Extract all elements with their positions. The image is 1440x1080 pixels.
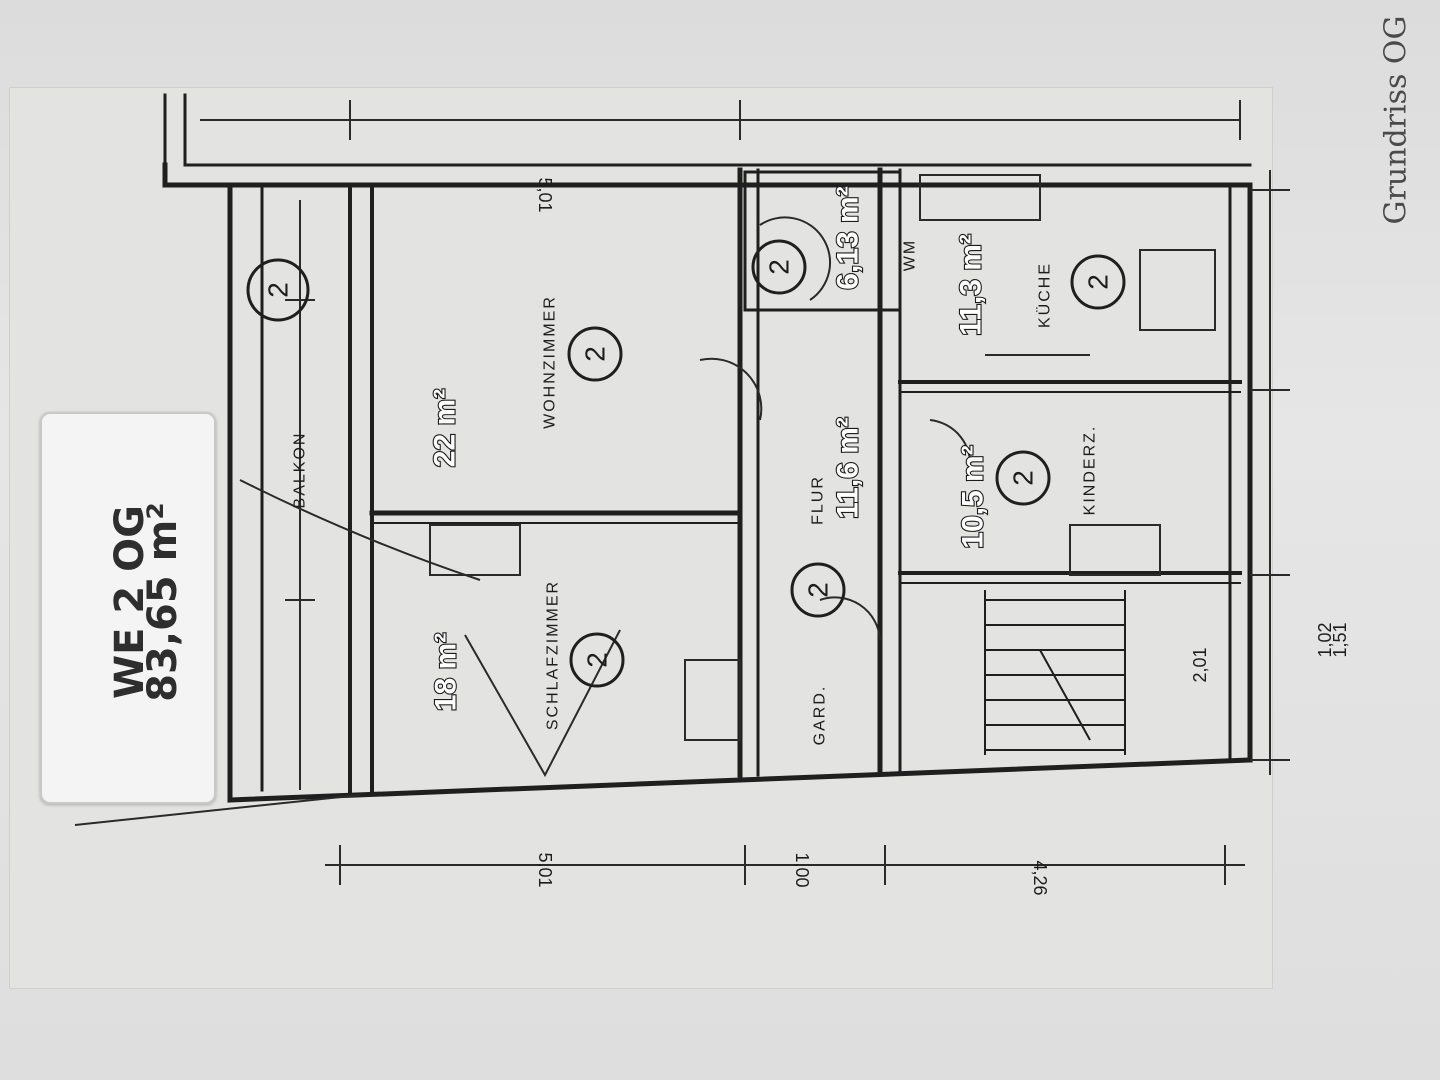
room-label-flur: FLUR: [810, 475, 827, 525]
room-area-schlafzimmer: 18 m²: [430, 633, 463, 711]
room-number-schlafzimmer: 2: [582, 652, 613, 668]
unit-total-area: 83,65 m²: [140, 502, 186, 702]
room-number-flur: 2: [803, 582, 834, 598]
caption-block: Grundriss OG: [1356, 0, 1436, 250]
room-number-circle-bad: [751, 239, 807, 295]
dimension-label-4: 1,00: [792, 852, 812, 887]
room-number-circle-balkon: [246, 258, 310, 322]
room-label-schlafzimmer: SCHLAFZIMMER: [545, 580, 562, 730]
room-labels: WOHNZIMMER SCHLAFZIMMER BALKON FLUR KÜCH…: [292, 239, 1099, 746]
room-number-circle-kueche: [1070, 254, 1126, 310]
furniture-lines: [74, 174, 1216, 826]
room-area-kinderz: 10,5 m²: [957, 445, 990, 548]
dimension-label-1: 5,01: [535, 852, 555, 887]
room-number-wohnzimmer: 2: [580, 346, 611, 362]
room-number-kueche: 2: [1083, 274, 1114, 290]
room-label-kueche: KÜCHE: [1036, 262, 1054, 328]
room-label-garderobe: GARD.: [812, 685, 829, 746]
caption-text: Grundriss OG: [1378, 15, 1414, 225]
plan-paper: [10, 88, 1272, 988]
room-area-bad: 6,13 m²: [832, 186, 865, 289]
room-label-wohnzimmer: WOHNZIMMER: [542, 295, 559, 429]
room-label-kinderz: KINDERZ.: [1082, 425, 1099, 516]
dimension-label-6: 1,02: [1315, 622, 1335, 657]
dimension-lines: [200, 100, 1290, 885]
dimension-label-2: 5,01: [535, 177, 555, 212]
room-area-kueche: 11,3 m²: [955, 234, 988, 336]
dimension-label-5: 4,26: [1030, 860, 1050, 895]
dimension-labels: 5,01 5,01 2,01 1,00 4,26 1,02 1,51: [535, 177, 1350, 895]
room-number-circle-wohnzimmer: [567, 326, 623, 382]
room-number-circle-schlafzimmer: [569, 632, 625, 688]
room-number-kinderz: 2: [1008, 470, 1039, 486]
room-number-circle-kinderz: [995, 450, 1051, 506]
room-area-flur: 11,6 m²: [832, 417, 865, 519]
unit-badge: WE 2 OG 83,65 m²: [40, 412, 216, 804]
room-label-wm: WM: [902, 239, 919, 271]
room-circles: [246, 239, 1126, 688]
room-number-bad: 2: [764, 259, 795, 275]
room-area-wohnzimmer: 22 m²: [429, 389, 462, 467]
room-number-balkon: 2: [263, 282, 294, 298]
dimension-label-3: 2,01: [1190, 647, 1210, 682]
stair-lines: [984, 590, 1126, 755]
room-numbers: 2 2 2 2 2 2 2: [263, 259, 1114, 668]
dimension-label-7: 1,51: [1330, 622, 1350, 657]
room-areas: 22 m² 18 m² 11,6 m² 6,13 m² 11,3 m² 10,5…: [427, 185, 990, 712]
room-label-balkon: BALKON: [292, 432, 309, 509]
room-number-circle-flur: [790, 562, 846, 618]
